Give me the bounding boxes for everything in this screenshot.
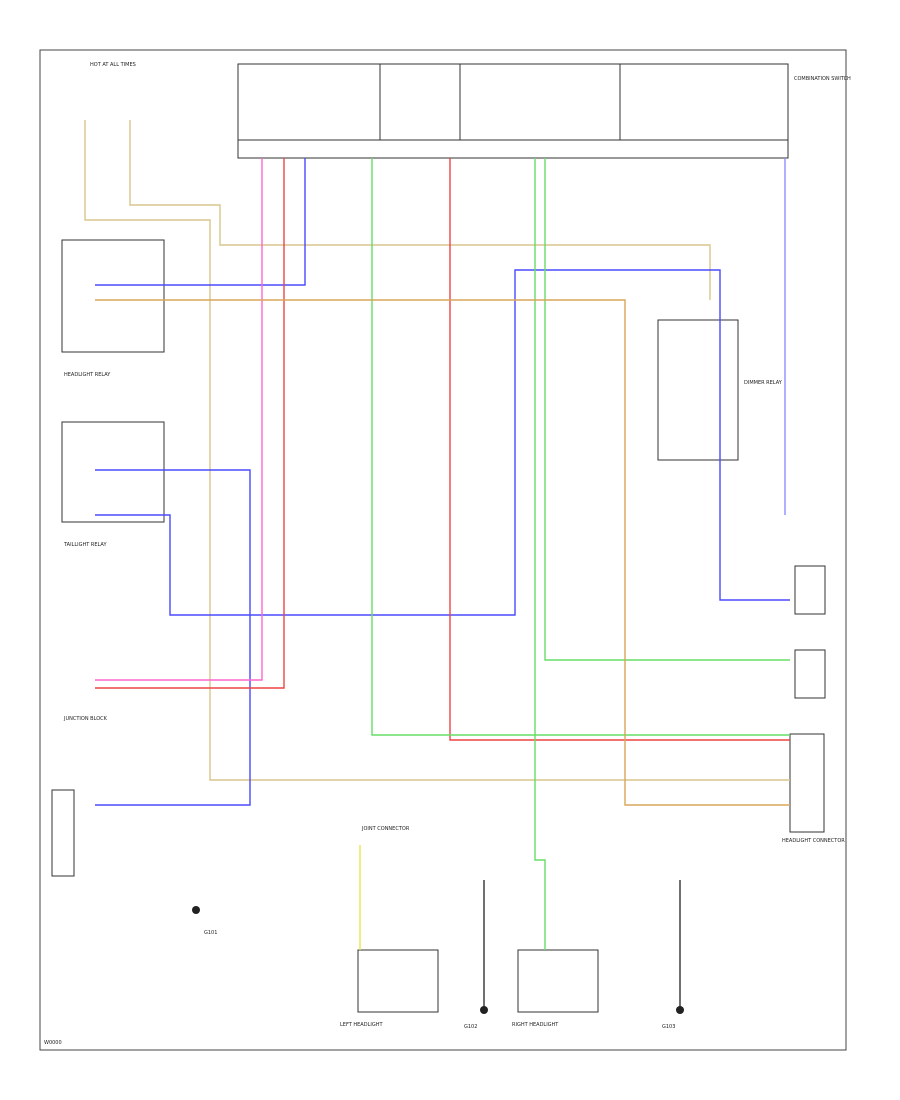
wire-blue-2 (95, 469, 251, 806)
wire-green-2 (534, 158, 546, 950)
wire-green-3 (544, 158, 790, 661)
right-connector-1 (794, 565, 826, 615)
ground-right-label: G103 (662, 1024, 675, 1030)
wire-green-1 (371, 158, 790, 736)
wire-red-1 (95, 158, 285, 689)
taillight-relay-box (61, 421, 165, 523)
switch-top-label: HOT AT ALL TIMES (90, 62, 136, 68)
wire-tan-1 (84, 120, 790, 781)
ground-right-symbol (676, 1006, 684, 1014)
right-headlight-label: RIGHT HEADLIGHT (512, 1022, 559, 1028)
dimmer-relay-box (657, 319, 739, 461)
headlight-relay-box (61, 239, 165, 353)
wire-red-2 (449, 158, 790, 741)
left-headlight-label: LEFT HEADLIGHT (340, 1022, 383, 1028)
dimmer-relay-label: DIMMER RELAY (744, 380, 783, 386)
junction-block-label: JUNCTION BLOCK (63, 716, 108, 722)
combination-switch-box (237, 63, 789, 159)
diagram-frame (39, 49, 847, 1051)
left-headlight-box (357, 949, 439, 1013)
wire-orange (95, 299, 790, 806)
right-connector-2 (794, 649, 826, 699)
headlight-relay-label: HEADLIGHT RELAY (64, 372, 111, 378)
corner-label: W0000 (44, 1040, 62, 1046)
bottom-left-switch-box (51, 789, 75, 877)
ground-mid-label: G102 (464, 1024, 477, 1030)
headlight-connector-box (789, 733, 825, 833)
right-headlight-box (517, 949, 599, 1013)
wire-blue-3 (95, 269, 790, 616)
wire-tan-2 (129, 120, 711, 300)
taillight-relay-label: TAILLIGHT RELAY (63, 542, 107, 548)
ground-left-label: G101 (204, 930, 217, 936)
headlight-connector-label: HEADLIGHT CONNECTOR (782, 838, 845, 844)
wire-pink (95, 158, 263, 681)
ground-left-symbol (192, 906, 200, 914)
ground-mid-symbol (480, 1006, 488, 1014)
combination-switch-label: COMBINATION SWITCH (794, 76, 851, 82)
joint-connector-label: JOINT CONNECTOR (361, 826, 410, 832)
wire-blue-1 (95, 158, 306, 286)
